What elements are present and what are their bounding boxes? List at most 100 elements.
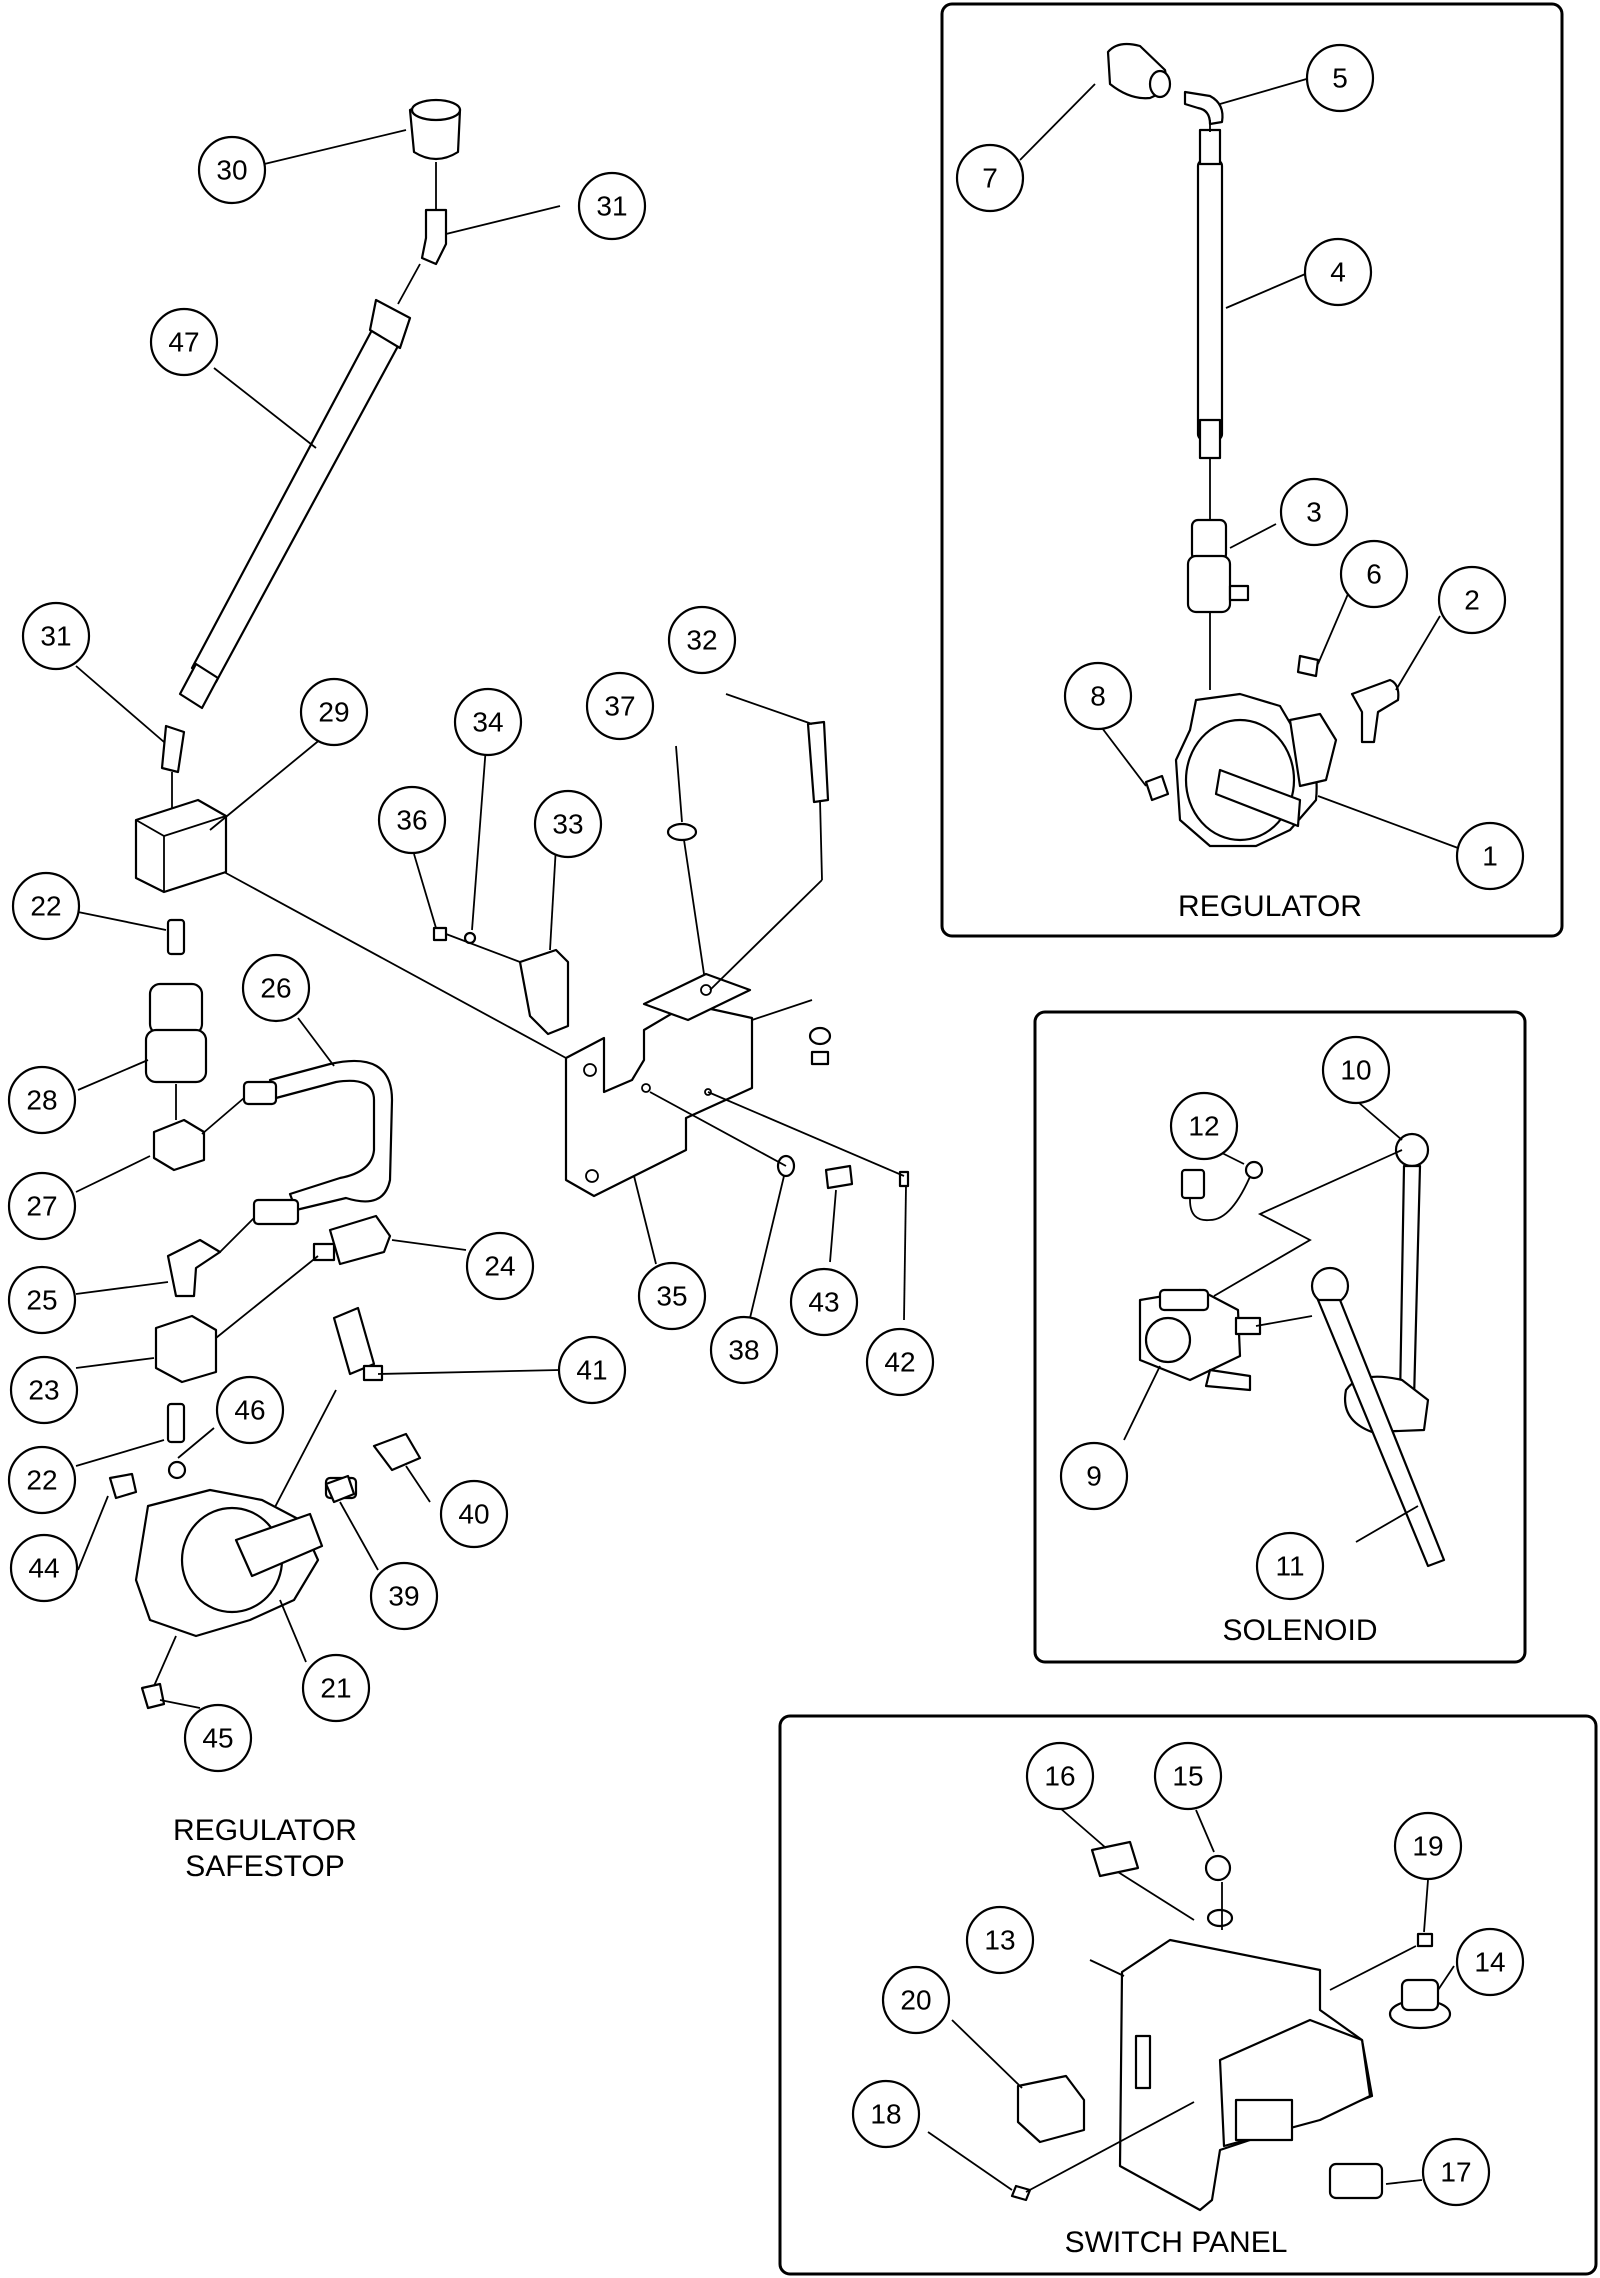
svg-text:1: 1 — [1482, 841, 1498, 872]
svg-text:4: 4 — [1330, 257, 1346, 288]
callout-45: 45 — [183, 1703, 253, 1773]
callout-5: 5 — [1305, 43, 1375, 113]
svg-text:44: 44 — [28, 1553, 59, 1584]
clip-part-33 — [518, 948, 570, 1036]
callout-17: 17 — [1421, 2137, 1491, 2207]
svg-text:10: 10 — [1340, 1055, 1371, 1086]
switch-panel-drawing — [1010, 1840, 1452, 2212]
callout-13: 13 — [965, 1905, 1035, 1975]
washer-part-right — [808, 1026, 832, 1046]
bracket-part-35 — [564, 1002, 754, 1198]
grommet-part-37 — [666, 822, 698, 842]
svg-text:2: 2 — [1464, 585, 1480, 616]
svg-text:12: 12 — [1188, 1111, 1219, 1142]
tee-part-27 — [152, 1118, 206, 1172]
callout-29: 29 — [299, 677, 369, 747]
callout-47: 47 — [149, 307, 219, 377]
svg-text:23: 23 — [28, 1375, 59, 1406]
callout-40: 40 — [439, 1479, 509, 1549]
elbow-part-25 — [166, 1238, 222, 1298]
svg-text:31: 31 — [596, 191, 627, 222]
nipple-part-22-bottom — [166, 1402, 186, 1444]
svg-text:37: 37 — [604, 691, 635, 722]
fitting-part-44 — [108, 1472, 138, 1500]
rocker-switch-part-20 — [1016, 2074, 1086, 2144]
callout-38: 38 — [709, 1315, 779, 1385]
pressure-switch-part-28 — [148, 982, 204, 1036]
elbow-part-31-top — [420, 208, 448, 266]
cable-part-11 — [1316, 1298, 1446, 1568]
svg-text:45: 45 — [202, 1723, 233, 1754]
callout-39: 39 — [369, 1561, 439, 1631]
nut-part-right — [810, 1050, 830, 1066]
fitting-part-39 — [324, 1474, 356, 1504]
callout-41: 41 — [557, 1335, 627, 1405]
callout-44: 44 — [9, 1533, 79, 1603]
svg-text:40: 40 — [458, 1499, 489, 1530]
svg-text:22: 22 — [30, 891, 61, 922]
svg-text:34: 34 — [472, 707, 503, 738]
callout-42: 42 — [865, 1327, 935, 1397]
svg-text:16: 16 — [1044, 1761, 1075, 1792]
elbow-part-31-lower — [160, 724, 186, 774]
clip-part-15 — [1204, 1854, 1232, 1882]
screw-part-18 — [1010, 2184, 1032, 2202]
plug-part-17 — [1328, 2162, 1384, 2200]
svg-text:30: 30 — [216, 155, 247, 186]
svg-text:46: 46 — [234, 1395, 265, 1426]
callout-32: 32 — [667, 605, 737, 675]
nipple-part-22-top — [166, 918, 186, 956]
callout-33: 33 — [533, 789, 603, 859]
svg-text:21: 21 — [320, 1673, 351, 1704]
safestop-caption-line2: SAFESTOP — [185, 1850, 345, 1883]
callout-6: 6 — [1339, 539, 1409, 609]
svg-text:8: 8 — [1090, 681, 1106, 712]
svg-text:25: 25 — [26, 1285, 57, 1316]
svg-text:43: 43 — [808, 1287, 839, 1318]
fitting-part-6 — [1296, 654, 1320, 678]
svg-text:18: 18 — [870, 2099, 901, 2130]
callout-23: 23 — [9, 1355, 79, 1425]
svg-text:38: 38 — [728, 1335, 759, 1366]
hose-part-47 — [190, 328, 400, 684]
block-part-29 — [134, 798, 228, 894]
callout-19: 19 — [1393, 1811, 1463, 1881]
svg-text:31: 31 — [40, 621, 71, 652]
svg-text:13: 13 — [984, 1925, 1015, 1956]
bracket-assembly-drawing — [223, 720, 910, 1198]
callout-21: 21 — [301, 1653, 371, 1723]
callout-1: 1 — [1455, 821, 1525, 891]
callout-11: 11 — [1255, 1531, 1325, 1601]
svg-text:26: 26 — [260, 973, 291, 1004]
tee-part-23 — [154, 1314, 218, 1384]
callout-9: 9 — [1059, 1441, 1129, 1511]
callout-22-bottom: 22 — [7, 1445, 77, 1515]
safestop-caption-line1: REGULATOR — [173, 1814, 357, 1847]
regulator-assembly-drawing — [1106, 42, 1400, 848]
callout-36: 36 — [377, 785, 447, 855]
elbow-fitting-part-2 — [1350, 678, 1400, 744]
svg-text:39: 39 — [388, 1581, 419, 1612]
svg-text:47: 47 — [168, 327, 199, 358]
callout-43: 43 — [789, 1267, 859, 1337]
leader-lines — [75, 77, 1459, 2191]
callout-12: 12 — [1169, 1091, 1239, 1161]
svg-text:28: 28 — [26, 1085, 57, 1116]
sensor-part-24 — [328, 1214, 392, 1266]
callout-20: 20 — [881, 1965, 951, 2035]
label-part-16 — [1090, 1840, 1140, 1878]
svg-text:19: 19 — [1412, 1831, 1443, 1862]
svg-text:14: 14 — [1474, 1947, 1505, 1978]
switch-part-40 — [372, 1432, 422, 1472]
fitting-part-8 — [1144, 774, 1170, 802]
callout-26: 26 — [241, 953, 311, 1023]
svg-text:35: 35 — [656, 1281, 687, 1312]
terminal-part-11 — [1310, 1266, 1350, 1306]
svg-text:5: 5 — [1332, 63, 1348, 94]
callout-34: 34 — [453, 687, 523, 757]
svg-text:9: 9 — [1086, 1461, 1102, 1492]
svg-text:33: 33 — [552, 809, 583, 840]
callout-22-top: 22 — [11, 871, 81, 941]
callout-16: 16 — [1025, 1741, 1095, 1811]
